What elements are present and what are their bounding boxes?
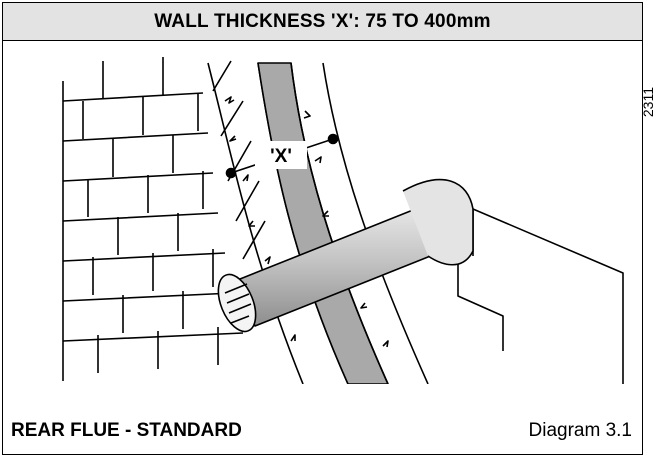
cavity-gap [257,62,389,384]
diagram-number: Diagram 3.1 [528,420,633,441]
reference-code: 2311 [640,87,656,118]
diagram-title: WALL THICKNESS 'X': 75 TO 400mm [154,10,491,32]
title-bar: WALL THICKNESS 'X': 75 TO 400mm [3,3,642,41]
outer-wall-leaf [290,62,429,384]
brick-wall [62,57,266,381]
flue-terminal [217,273,257,333]
flue-illustration: 'X' [62,57,624,384]
dimension-x [225,133,339,179]
boiler-casing [457,208,624,384]
dimension-x-label: 'X' [270,146,292,167]
diagram-caption: REAR FLUE - STANDARD [11,420,242,441]
